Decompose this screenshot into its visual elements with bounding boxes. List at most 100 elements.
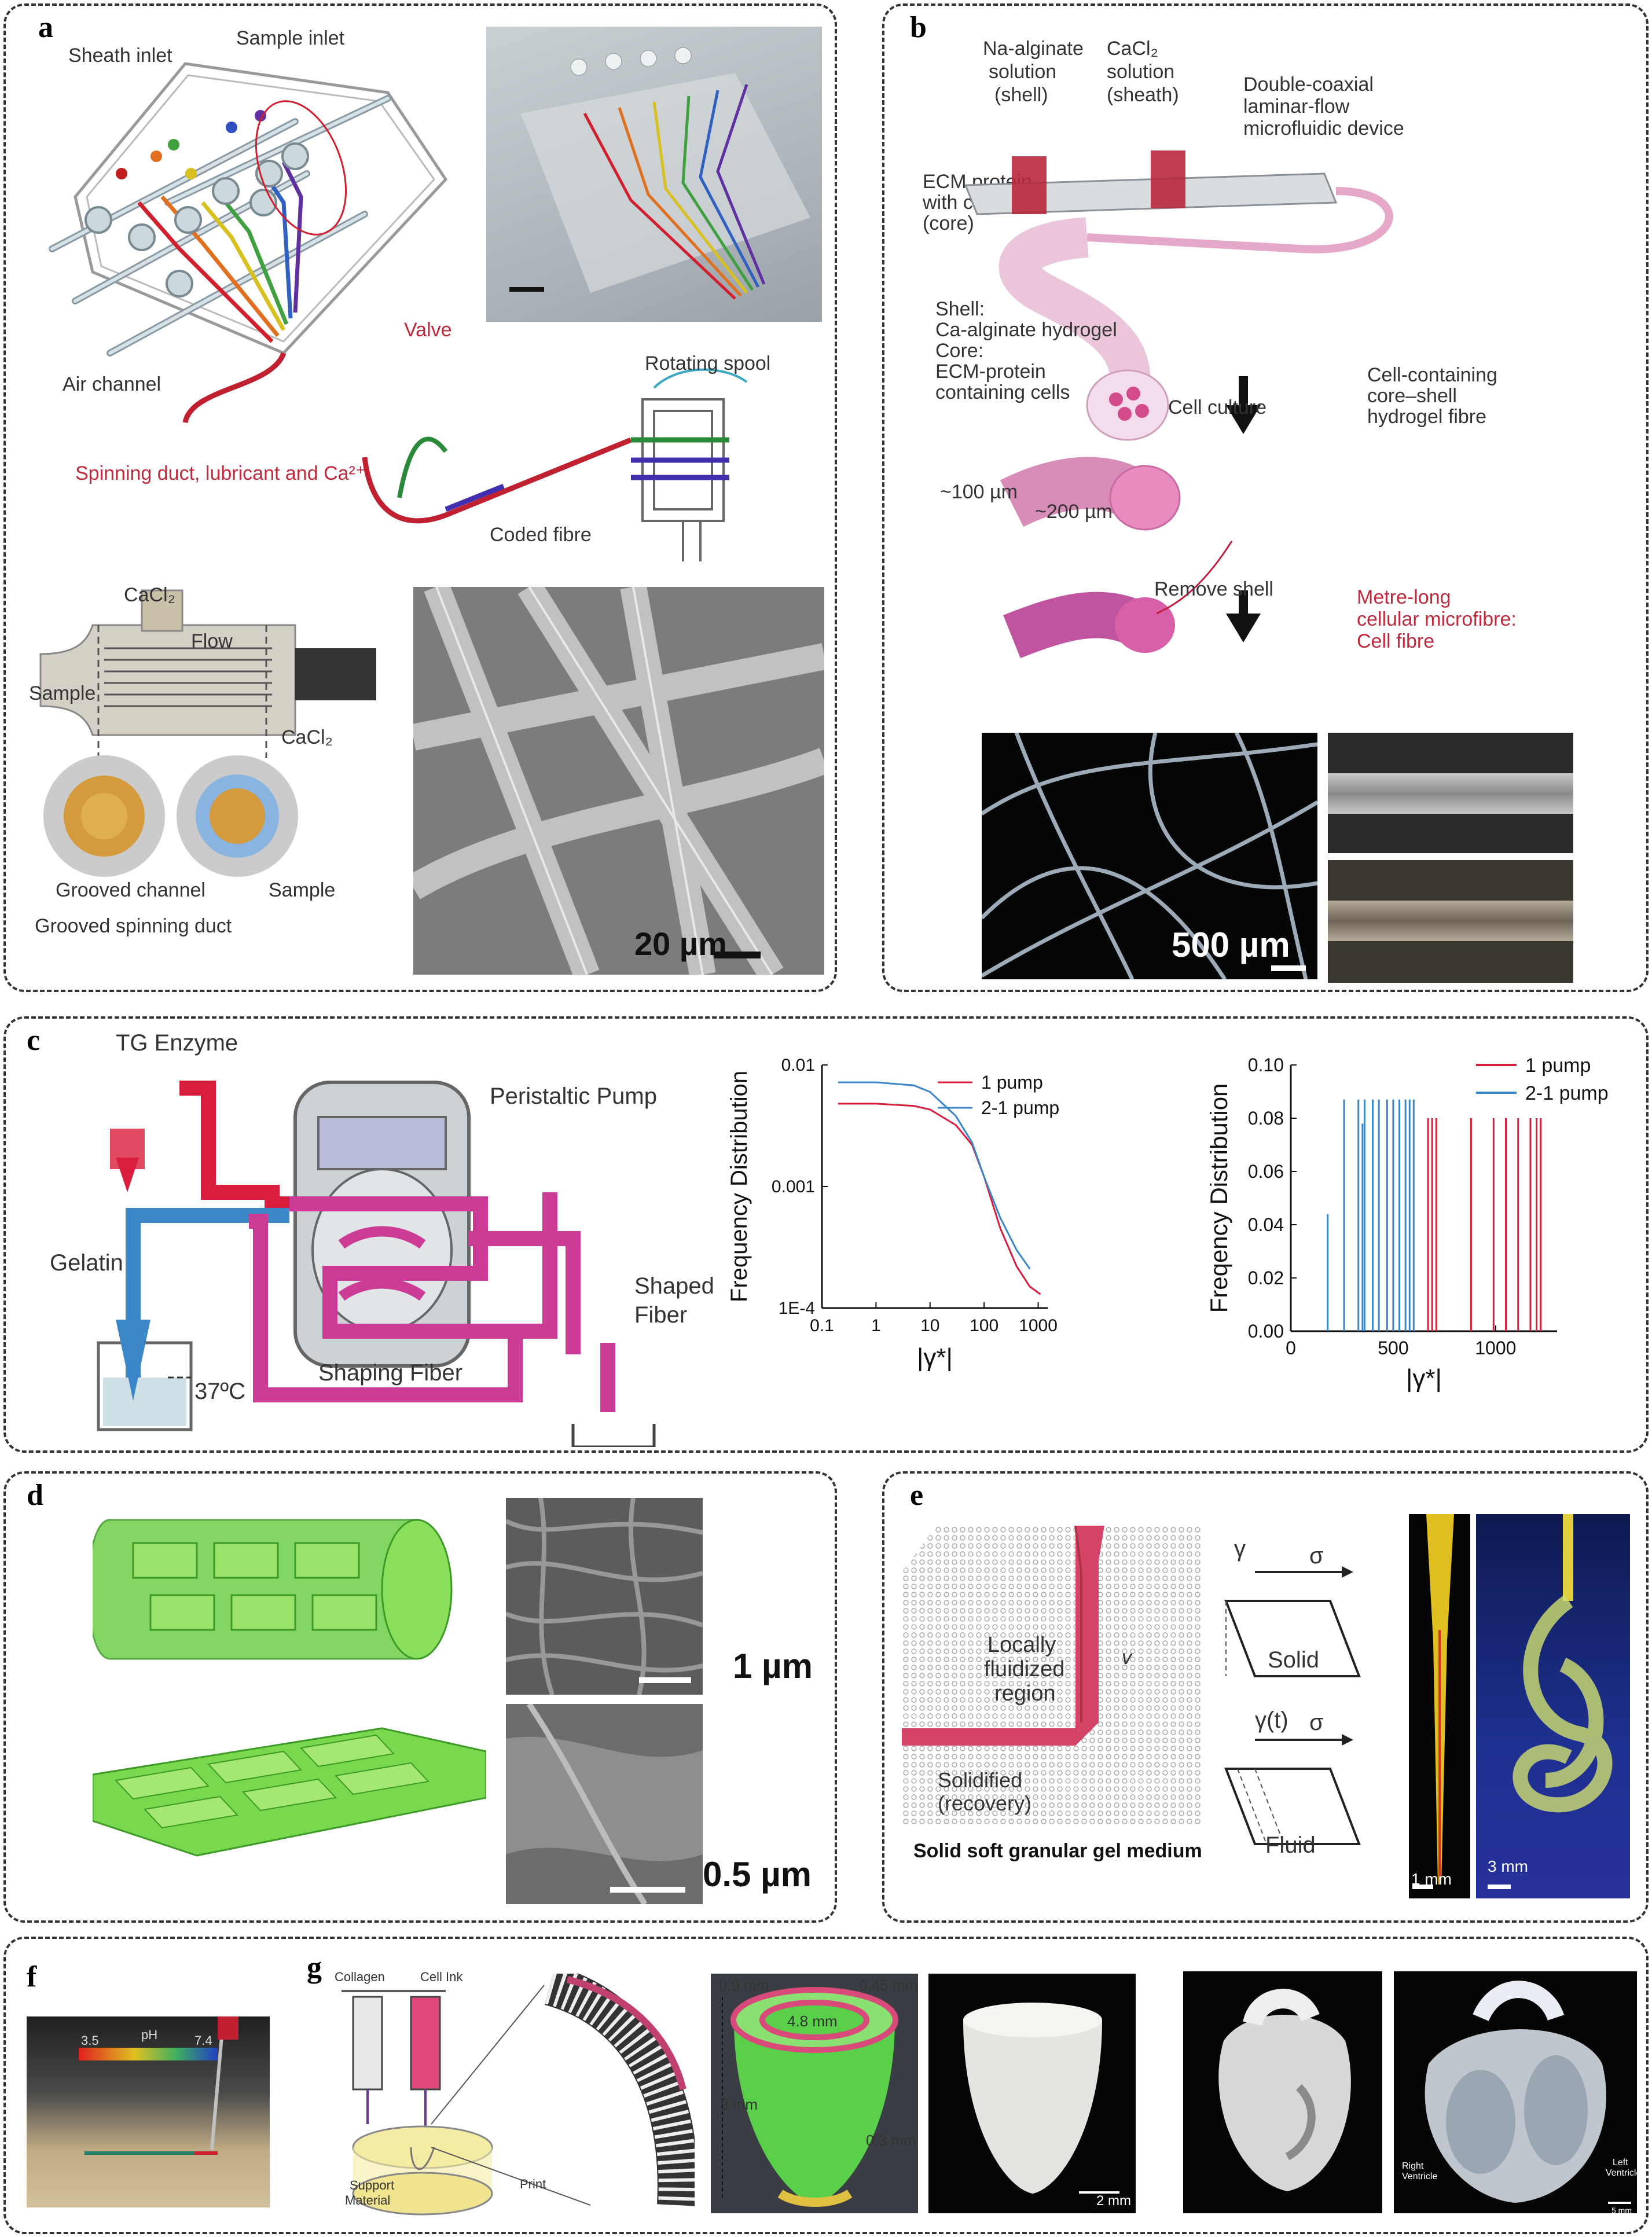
dim-100-label: ~100 µm [940,481,1018,503]
cell-ink-label: Cell Ink [420,1970,463,1984]
ecm-line3: (core) [923,212,974,234]
support-line1: Support [350,2178,395,2192]
y-tick-label: 0.001 [772,1177,815,1196]
microfluidic-chip-diagram [49,62,448,424]
x-axis-label: |γ*| [1406,1364,1442,1393]
panel-d: d 1 µm 0.5 µm [3,1471,837,1923]
panel-fg: f pH 3.5 7.4 g Collagen Cell Ink [3,1937,1649,2234]
panel-c-label: c [27,1024,41,1057]
ph-print-photo [27,2016,270,2207]
ph-title: pH [141,2027,158,2042]
flow-label: Flow [191,630,233,652]
coded-fibre-label: Coded fibre [490,524,592,546]
x-tick-label: 1000 [1019,1316,1058,1335]
left-ventricle-line2: Ventricle [1606,2168,1642,2178]
sample-circle-label: Sample [269,879,336,901]
heart-model-photo [1183,1971,1382,2213]
shell-core-line2: Ca-alginate hydrogel [935,319,1117,341]
device-line3: microfluidic device [1243,117,1404,139]
locally-line2: fluidized [984,1657,1065,1681]
rotating-spool-label: Rotating spool [645,352,771,374]
grooved-spinning-duct-label: Grooved spinning duct [35,915,232,937]
shaped-fiber-line2: Fiber [634,1302,688,1328]
gamma-t-label: γ(t) [1255,1707,1288,1733]
cacl2-line2: solution [1107,61,1175,83]
device-line2: laminar-flow [1243,95,1350,117]
cacl2-right-label: CaCl₂ [281,726,333,748]
dim-09-label: 0.9 mm [719,1977,769,1994]
dim-8-label: 8 mm [720,2096,758,2113]
x-tick-label: 0 [1286,1338,1296,1358]
x-tick-label: 100 [970,1316,998,1335]
peristaltic-pump-diagram [97,1081,656,1447]
y-tick-label: 0.10 [1248,1055,1284,1075]
sem-surface-photo-top [506,1498,703,1695]
x-axis-label: |γ*| [917,1343,953,1372]
nozzle-photo [1409,1514,1470,1898]
ventricle-model-render [711,1974,918,2213]
metre-long-line2: cellular microfibre: [1357,608,1517,630]
sigma2-label: σ [1309,1710,1324,1735]
series-line-1 [838,1081,1031,1270]
right-ventricle-line2: Ventricle [1402,2172,1438,2181]
panel-a: a [3,3,837,992]
scale-05um-label: 0.5 µm [703,1855,812,1894]
legend-label-0: 1 pump [1525,1055,1591,1077]
panel-b: b Na-alginate solution (shell) CaCl₂ sol… [882,3,1649,992]
cell-containing-line2: core–shell [1367,385,1457,407]
support-line2: Material [345,2193,391,2207]
scale-5mm-label: 5 mm [1611,2206,1632,2215]
metre-long-line1: Metre-long [1357,586,1451,608]
na-alginate-line1: Na-alginate [983,38,1084,60]
printed-ventricle-photo [928,1974,1136,2213]
shaping-fiber-label: Shaping Fiber [318,1360,463,1386]
y-tick-label: 1E-4 [779,1299,815,1318]
cacl2-line1: CaCl₂ [1107,38,1158,60]
grooved-channel-label: Grooved channel [56,879,205,901]
shell-core-line3: Core: [935,340,984,362]
x-tick-label: 1000 [1475,1338,1516,1358]
chip-photo [486,27,822,322]
fluid-label: Fluid [1265,1832,1316,1858]
x-tick-label: 1 [871,1316,881,1335]
metre-long-line3: Cell fibre [1357,630,1435,652]
sheath-inlet-label: Sheath inlet [68,45,172,67]
sem-surface-photo-bottom [506,1704,703,1904]
y-axis-label: Frequency Distribution [726,1071,752,1302]
sample-inlet-label: Sample inlet [236,27,345,49]
dim-48-label: 4.8 mm [787,2012,838,2030]
scale-2mm-label: 2 mm [1096,2193,1131,2209]
gamma-label: γ [1234,1536,1246,1562]
x-tick-label: 0.1 [810,1316,834,1335]
temperature-label: 37ºC [194,1379,245,1404]
cell-containing-line1: Cell-containing [1367,364,1497,386]
dim-045-label: 0.45 mm [859,1977,918,1994]
granular-gel-diagram [902,1526,1203,1827]
fresh-printing-diagram [342,1974,695,2216]
locally-line1: Locally [987,1633,1056,1657]
legend-label-0: 1 pump [981,1072,1043,1093]
na-alginate-line3: (shell) [994,84,1048,106]
panel-d-label: d [27,1479,43,1512]
scale-3mm-label: 3 mm [1488,1857,1528,1875]
peristaltic-pump-label: Peristaltic Pump [490,1083,657,1109]
solidified-line1: Solidified [938,1768,1023,1792]
legend-label-1: 2-1 pump [1525,1082,1609,1104]
scale-1um-label: 1 µm [733,1647,813,1685]
panel-f-label: f [27,1960,37,1993]
y-tick-label: 0.08 [1248,1108,1284,1129]
left-ventricle-line1: Left [1613,2158,1628,2168]
air-channel-label: Air channel [63,373,161,395]
sem-fibres-photo [413,587,824,975]
collagen-label: Collagen [335,1970,385,1984]
cacl2-line3: (sheath) [1107,84,1179,106]
na-alginate-line2: solution [989,61,1057,83]
x-tick-label: 500 [1378,1338,1408,1358]
shell-core-line4: ECM-protein [935,361,1046,383]
fibre-darkfield-photo [982,733,1317,979]
y-axis-label: Freqency Distribution [1210,1083,1232,1313]
shaped-fiber-line1: Shaped [634,1273,714,1299]
right-ventricle-line1: Right [1402,2161,1424,2171]
